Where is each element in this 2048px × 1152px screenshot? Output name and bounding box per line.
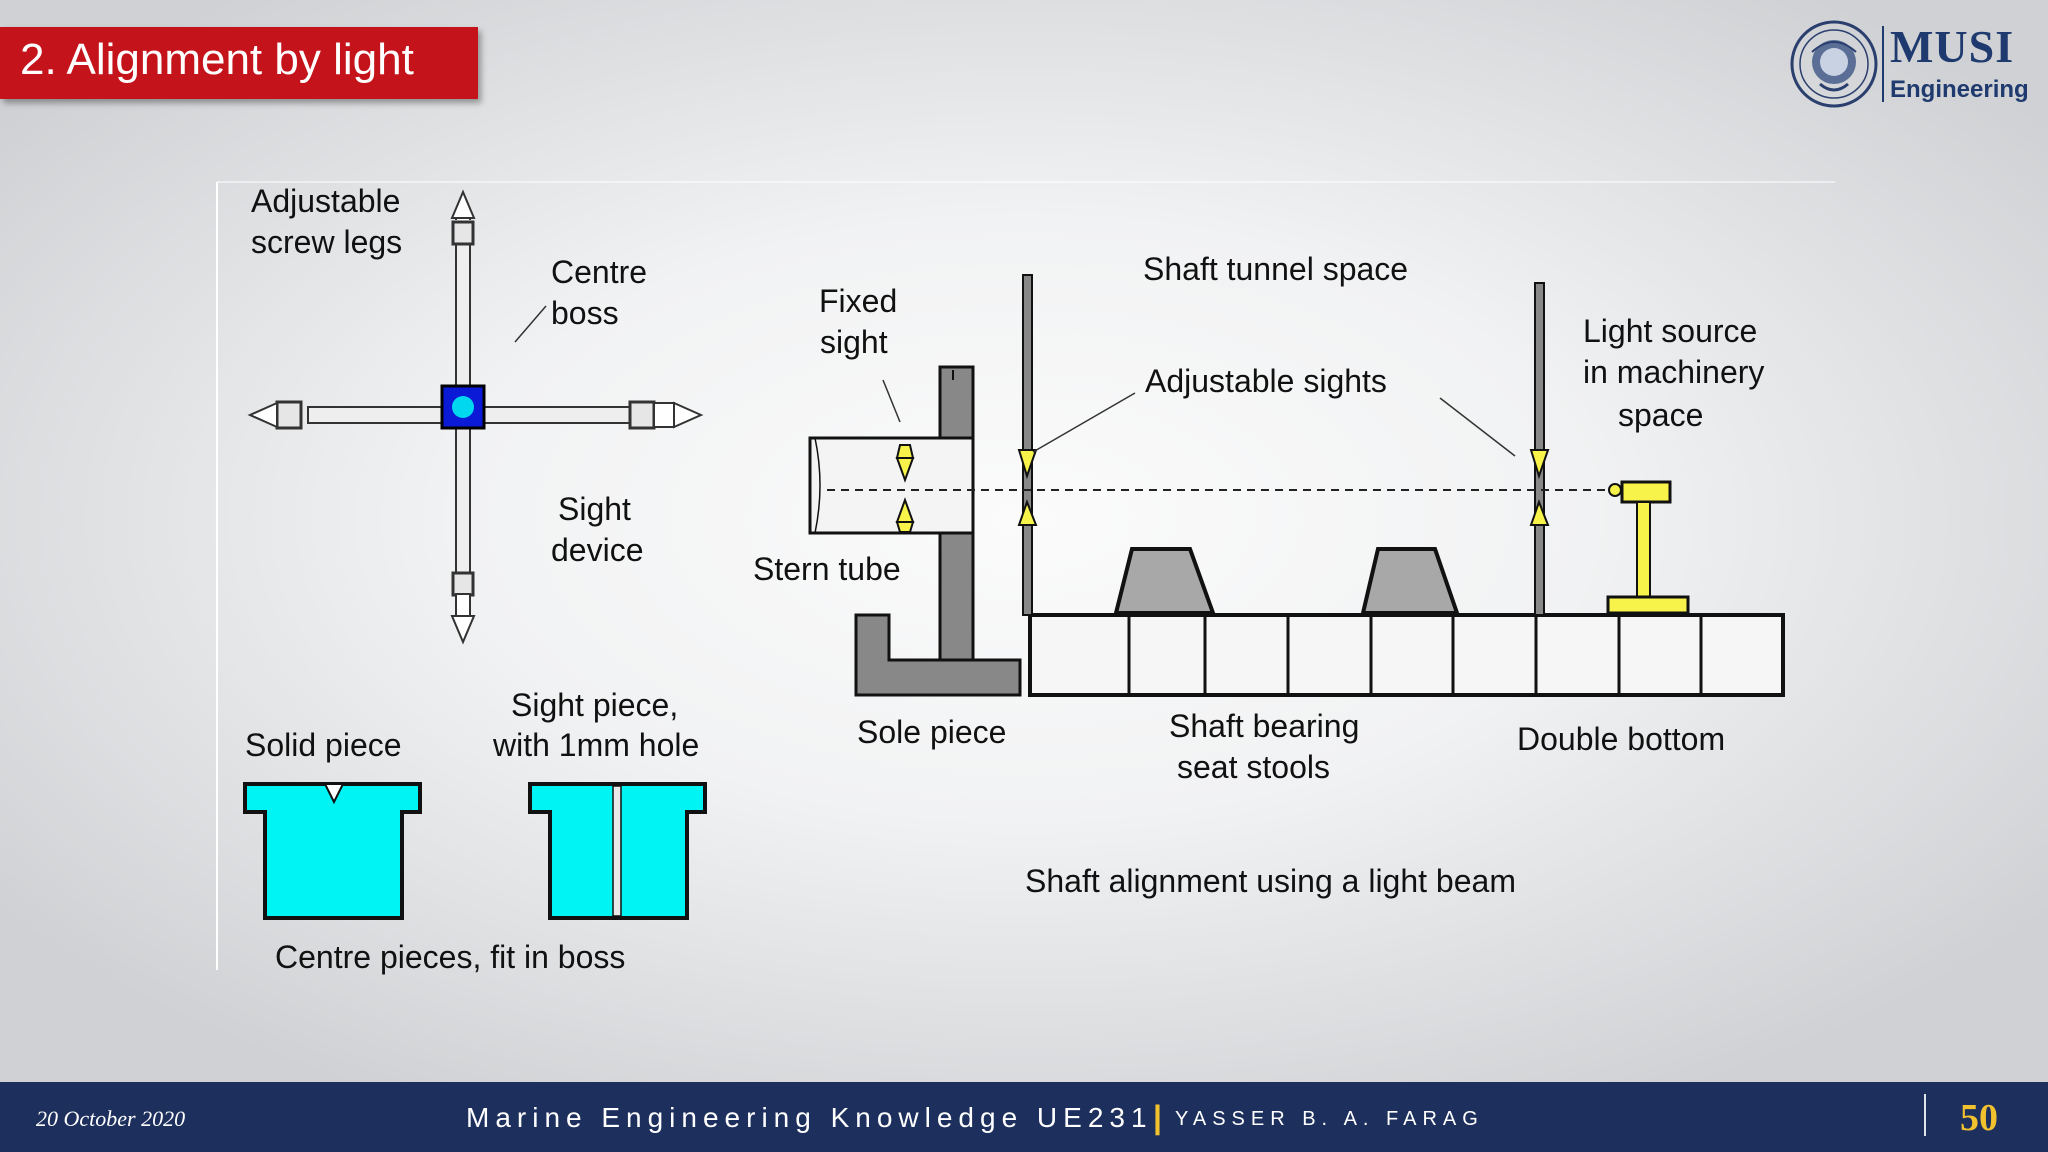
label-sight-piece-1: Sight piece, [511,687,678,723]
label-shaft-tunnel-space: Shaft tunnel space [1143,251,1408,287]
footer-bar: 20 October 2020 Marine Engineering Knowl… [0,1082,2048,1152]
footer-separator: | [1153,1099,1162,1135]
footer-divider [1924,1094,1926,1136]
page-number: 50 [1960,1097,1998,1139]
emblem-seal-icon [1790,20,1878,108]
label-centre-boss-1: Centre [551,254,647,290]
sight-markers [895,444,1550,533]
footer-date: 20 October 2020 [36,1106,186,1131]
label-light-source-1: Light source [1583,313,1757,349]
slide-title: 2. Alignment by light [20,35,414,84]
shaft-alignment-diagram: Adjustable screw legs Centre boss Sight … [216,181,1835,975]
stern-tube-structure [808,365,1022,697]
bearing-stool [1113,547,1216,615]
footer-author: YASSER B. A. FARAG [1175,1108,1484,1130]
label-sole-piece: Sole piece [857,714,1006,750]
label-stern-tube: Stern tube [753,551,901,587]
sight-centre-piece [528,782,707,920]
logo-title: MUSI [1890,21,2015,72]
label-adjustable-sights: Adjustable sights [1145,363,1387,399]
label-shaft-bearing-2: seat stools [1177,749,1330,785]
light-source [1606,480,1690,615]
centre-boss [440,384,486,430]
label-sight-piece-2: with 1mm hole [492,727,699,763]
logo-divider [1882,26,1884,102]
label-centre-pieces: Centre pieces, fit in boss [275,939,625,975]
label-adjustable-2: screw legs [251,224,402,260]
slide-title-bar: 2. Alignment by light [0,27,478,99]
label-shaft-bearing-1: Shaft bearing [1169,708,1359,744]
solid-centre-piece [243,782,422,920]
label-sight-device-2: device [551,532,644,568]
label-adjustable-1: Adjustable [251,183,400,219]
label-fixed-sight-2: sight [820,324,888,360]
double-bottom [1028,613,1785,697]
label-light-source-3: space [1618,397,1703,433]
logo-subtitle: Engineering [1890,76,2029,103]
diagram-caption: Shaft alignment using a light beam [1025,863,1516,899]
label-centre-boss-2: boss [551,295,619,331]
label-sight-device-1: Sight [558,491,631,527]
bearing-stool [1360,547,1460,615]
footer-course-title: Marine Engineering Knowledge UE231 [466,1102,1153,1133]
sight-device-cross [247,189,704,645]
label-fixed-sight-1: Fixed [819,283,897,319]
label-double-bottom: Double bottom [1517,721,1725,757]
adjustable-sight-post [1022,274,1033,616]
label-light-source-2: in machinery [1583,354,1764,390]
label-solid-piece: Solid piece [245,727,402,763]
